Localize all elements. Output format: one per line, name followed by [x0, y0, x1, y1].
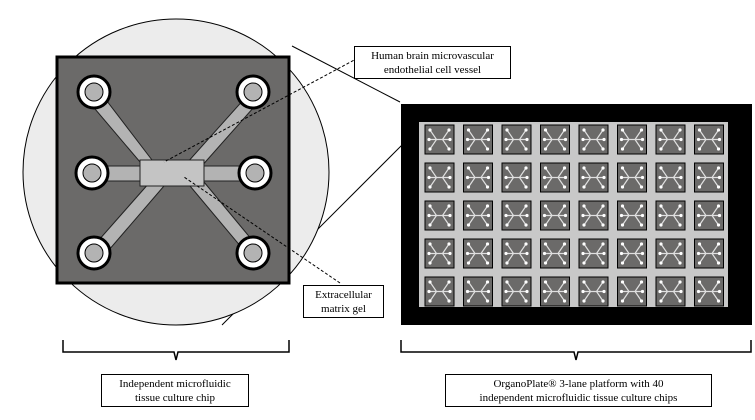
plate-chip [501, 276, 532, 307]
plate-chip [540, 276, 570, 307]
zoom-line-top [291, 45, 401, 103]
ecm-label: Extracellular matrix gel [303, 285, 384, 318]
plate-chip [463, 200, 493, 231]
port-top-right [235, 74, 271, 110]
plate-chip [694, 276, 724, 307]
platform-label-line2: independent microfluidic tissue culture … [479, 392, 678, 404]
chip-label: Independent microfluidic tissue culture … [101, 374, 249, 407]
vessel-label: Human brain microvascular endothelial ce… [354, 46, 511, 79]
plate-chip [424, 238, 455, 269]
plate-chip [424, 162, 455, 193]
plate-chip [578, 124, 609, 155]
plate-chip [501, 124, 532, 155]
plate-chip [655, 276, 686, 307]
plate-chip [540, 200, 570, 231]
platform-brace [400, 340, 752, 361]
plate-chip [578, 238, 609, 269]
chip-label-line2: tissue culture chip [134, 392, 216, 404]
port-top-left [76, 74, 112, 110]
plate-chip [501, 238, 532, 269]
plate-chip [578, 276, 609, 307]
plate-chip [617, 124, 647, 155]
port-bottom-left [76, 235, 112, 271]
chip-brace [62, 340, 290, 361]
plate-chip [694, 238, 724, 269]
ecm-label-line2: matrix gel [321, 303, 366, 315]
plate-chip [655, 162, 686, 193]
plate-chip [501, 200, 532, 231]
plate-chip [694, 162, 724, 193]
plate-chip [540, 238, 570, 269]
plate-chip [540, 124, 570, 155]
platform-label-line1: OrganoPlate® 3-lane platform with 40 [493, 378, 664, 390]
plate-chip [463, 276, 493, 307]
plate-chip [463, 238, 493, 269]
plate-chip [501, 162, 532, 193]
plate-chip [424, 124, 455, 155]
vessel-pointer-line [163, 57, 359, 163]
plate-chip [424, 276, 455, 307]
plate-chip [463, 124, 493, 155]
ecm-label-line1: Extracellular [315, 289, 372, 301]
port-bottom-right [235, 235, 271, 271]
plate-chip [617, 200, 647, 231]
plate-chip [463, 162, 493, 193]
vessel-label-line2: endothelial cell vessel [383, 64, 482, 76]
port-mid-left [74, 155, 110, 191]
platform-label: OrganoPlate® 3-lane platform with 40 ind… [445, 374, 712, 407]
plate-chip [655, 200, 686, 231]
plate-chip [578, 162, 609, 193]
plate-chip [617, 238, 647, 269]
chip-label-line1: Independent microfluidic [119, 378, 231, 390]
plate-chip [694, 124, 724, 155]
ecm-pointer-line [183, 176, 341, 284]
plate-chip [540, 162, 570, 193]
vessel-label-line1: Human brain microvascular [371, 50, 494, 62]
plate-chip [617, 276, 647, 307]
chip-ports [74, 74, 273, 271]
plate-chip-grid [424, 124, 724, 307]
plate-chip [655, 238, 686, 269]
channel-center [139, 159, 205, 187]
plate-chip [655, 124, 686, 155]
plate-chip [694, 200, 724, 231]
port-mid-right [237, 155, 273, 191]
plate-chip [617, 162, 647, 193]
plate-chip [578, 200, 609, 231]
plate-chip [424, 200, 455, 231]
